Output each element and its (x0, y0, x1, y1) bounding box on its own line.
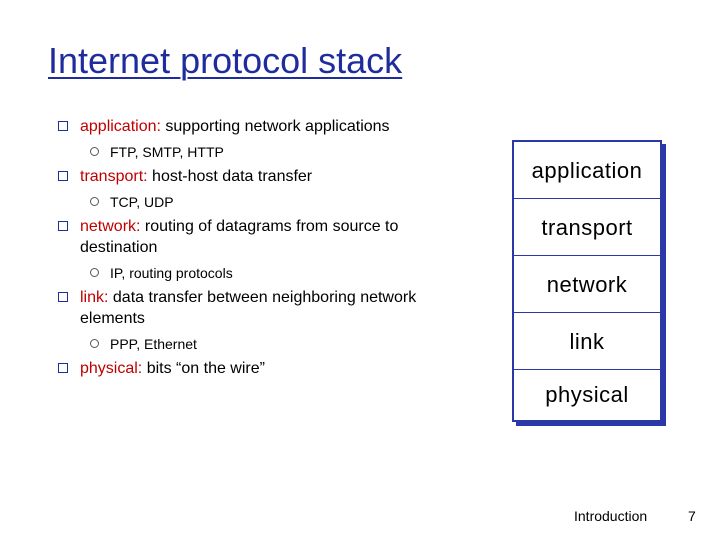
sub-bullet: TCP, UDP (58, 193, 478, 212)
layer-divider (514, 255, 660, 256)
bullet-text: host-host data transfer (152, 168, 313, 185)
sub-bullet-text: PPP, Ethernet (110, 336, 197, 352)
checkbox-bullet-icon (58, 292, 68, 302)
bullet-transport: transport: host-host data transfer (58, 166, 478, 187)
layer-physical: physical (545, 382, 629, 407)
bullet-keyword: application: (80, 118, 161, 135)
bullet-link: link: data transfer between neighboring … (58, 287, 478, 329)
bullet-text: bits “on the wire” (146, 360, 265, 377)
bullet-network: network: routing of datagrams from sourc… (58, 216, 478, 258)
checkbox-bullet-icon (58, 221, 68, 231)
bullet-application: application: supporting network applicat… (58, 116, 478, 137)
sub-bullet-text: FTP, SMTP, HTTP (110, 144, 224, 160)
bullet-keyword: link: (80, 289, 109, 306)
stack-box: application transport network link physi… (512, 140, 662, 422)
layer-divider (514, 198, 660, 199)
circle-bullet-icon (90, 339, 99, 348)
layer-divider (514, 369, 660, 370)
bullet-physical: physical: bits “on the wire” (58, 358, 478, 379)
page-number: 7 (688, 508, 696, 524)
bullet-text: routing of datagrams from source to (144, 218, 399, 235)
circle-bullet-icon (90, 147, 99, 156)
bullet-keyword: network: (80, 218, 141, 235)
sub-bullet: PPP, Ethernet (58, 335, 478, 354)
sub-bullet-text: TCP, UDP (110, 194, 174, 210)
layer-network: network (546, 271, 628, 297)
bullet-text-continued: elements (80, 310, 145, 327)
bullet-keyword: transport: (80, 168, 148, 185)
footer-section-label: Introduction (574, 508, 648, 524)
checkbox-bullet-icon (58, 171, 68, 181)
layer-transport: transport (541, 214, 633, 240)
sub-bullet: IP, routing protocols (58, 264, 478, 283)
bullet-keyword: physical: (80, 360, 143, 377)
circle-bullet-icon (90, 268, 99, 277)
bullet-text: supporting network applications (165, 118, 390, 135)
circle-bullet-icon (90, 197, 99, 206)
layer-link: link (569, 328, 605, 354)
bullet-text: data transfer between neighboring networ… (112, 289, 417, 306)
layer-application: application (531, 157, 643, 183)
slide-title: Internet protocol stack (48, 40, 403, 81)
layer-divider (514, 312, 660, 313)
bullet-text-continued: destination (80, 239, 158, 256)
checkbox-bullet-icon (58, 121, 68, 131)
protocol-stack-diagram: application transport network link physi… (512, 140, 666, 426)
sub-bullet-text: IP, routing protocols (110, 265, 233, 281)
checkbox-bullet-icon (58, 363, 68, 373)
bullet-list: application: supporting network applicat… (58, 116, 478, 379)
sub-bullet: FTP, SMTP, HTTP (58, 143, 478, 162)
